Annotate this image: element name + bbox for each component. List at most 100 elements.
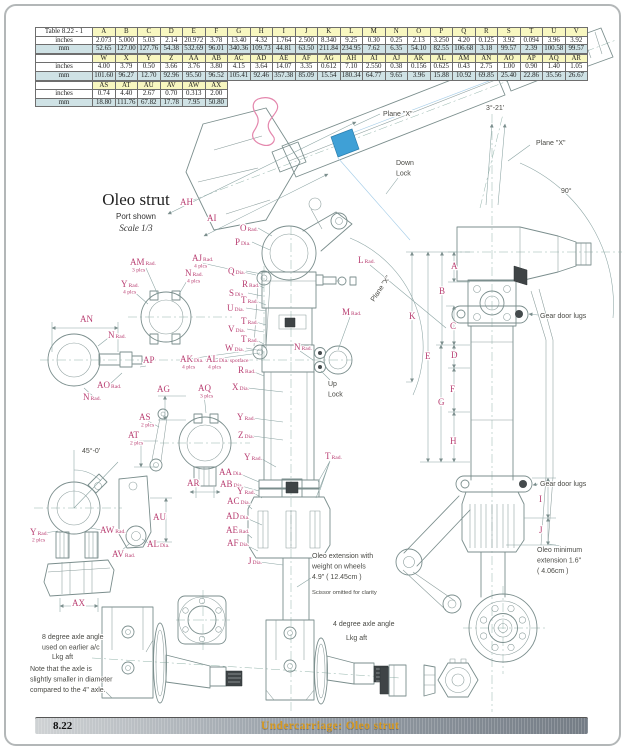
column-header: AU — [137, 80, 161, 91]
value-mm: 12.70 — [137, 70, 161, 81]
value-mm: 54.38 — [159, 44, 183, 54]
value-mm: 111.76 — [114, 97, 138, 108]
dim-label-al_dia: ALDia. — [147, 539, 170, 549]
value-inches: 0.25 — [384, 35, 408, 46]
dim-label-y_rad: YRad. — [237, 412, 256, 422]
column-header: AE — [272, 53, 296, 64]
value-inches: 2.550 — [362, 62, 386, 72]
note-angle_45: 45°-0' — [82, 447, 100, 455]
column-header: AO — [497, 53, 521, 64]
blank-cell — [35, 53, 93, 64]
column-header: Y — [137, 53, 161, 64]
value-mm: 105.41 — [227, 70, 251, 81]
dim-label-l_rad: LRad. — [358, 255, 376, 265]
value-inches: 0.74 — [92, 89, 116, 99]
dim-label-au: AU — [153, 512, 166, 522]
dim-label-r_rad: RRad. — [238, 365, 256, 375]
value-mm: 99.57 — [497, 44, 521, 54]
value-inches: 0.612 — [317, 62, 341, 72]
value-mm: 95.50 — [182, 70, 206, 81]
column-header: AG — [317, 53, 341, 64]
column-header: F — [204, 27, 228, 37]
row-label-inches: inches — [35, 89, 93, 99]
dim-label-ax: AX — [72, 598, 85, 608]
dim-label-ab_dia: ABDia. — [220, 479, 244, 489]
dim-label-ai: AI — [207, 213, 217, 223]
dim-label-y_rad2: YRad.2 plcs — [30, 527, 49, 544]
drawing-subtitle: Port shown — [115, 212, 157, 221]
value-mm: 50.80 — [204, 97, 228, 108]
column-header: AL — [429, 53, 453, 64]
dim-label-am_rad: AMRad.3 plcs — [130, 257, 157, 274]
value-inches: 14.07 — [272, 62, 296, 72]
footer-bar: 8.22 Undercarriage: Oleo strut — [35, 717, 588, 734]
note-lkg_aft: Lkg aft — [52, 654, 73, 661]
value-inches: 0.43 — [452, 62, 476, 72]
value-mm: 3.96 — [407, 70, 431, 81]
note-angle_90: 90° — [561, 187, 572, 195]
value-inches: 7.10 — [339, 62, 363, 72]
value-inches: 0.30 — [362, 35, 386, 46]
column-header: S — [497, 27, 521, 37]
value-mm: 64.77 — [362, 70, 386, 81]
dim-label-y_rad4: YRad.4 plcs — [121, 279, 140, 296]
column-header: U — [542, 27, 566, 37]
value-mm: 234.95 — [339, 44, 363, 54]
dim-label-aj_rad: AJRad.4 plcs — [192, 253, 214, 270]
dim-label-v_dia: VDia. — [228, 324, 246, 334]
column-header: C — [137, 27, 161, 37]
value-inches: 1.00 — [497, 62, 521, 72]
column-header: M — [362, 27, 386, 37]
dim-label-p_dia: PDia. — [235, 237, 251, 247]
value-mm: 17.78 — [159, 97, 183, 108]
dim-label-r_rad: RRad. — [242, 279, 260, 289]
value-mm: 63.50 — [294, 44, 318, 54]
column-header: O — [407, 27, 431, 37]
column-header: AA — [182, 53, 206, 64]
value-mm: 82.55 — [429, 44, 453, 54]
dim-label-ag: AG — [157, 384, 170, 394]
value-inches: 2.00 — [204, 89, 228, 99]
note-plane_x: Plane "X" — [383, 111, 413, 118]
column-header: AF — [294, 53, 318, 64]
column-header: V — [564, 27, 588, 37]
value-inches: 3.92 — [564, 35, 588, 46]
dim-label-ae_rad: AERad. — [226, 525, 250, 535]
value-mm: 357.38 — [272, 70, 296, 81]
dim-label-aw_rad: AWRad. — [100, 525, 126, 535]
footer-title: Undercarriage: Oleo strut — [261, 720, 400, 732]
dim-label-h: H — [450, 436, 457, 446]
value-inches: 3.76 — [182, 62, 206, 72]
value-inches: 3.79 — [114, 62, 138, 72]
note-plane_x: Plane "X" — [370, 274, 393, 303]
note-plane_x: Plane "X" — [536, 140, 566, 147]
column-header: AC — [227, 53, 251, 64]
column-header: B — [114, 27, 138, 37]
table-title: Table 8.22 - 1 — [35, 27, 93, 37]
value-mm: 69.85 — [474, 70, 498, 81]
dim-label-n_rad: NRad. — [294, 342, 313, 352]
value-inches: 3.96 — [542, 35, 566, 46]
dim-label-ac_dia: ACDia. — [227, 496, 251, 506]
column-header: AW — [182, 80, 206, 91]
value-mm: 92.46 — [249, 70, 273, 81]
dim-label-t_rad: TRad. — [241, 334, 259, 344]
dim-label-ao_rad: AORad. — [97, 380, 122, 390]
value-mm: 25.40 — [497, 70, 521, 81]
column-header: AQ — [542, 53, 566, 64]
value-inches: 3.35 — [294, 62, 318, 72]
dim-label-k: K — [409, 311, 416, 321]
value-mm: 101.60 — [92, 70, 116, 81]
value-inches: 2.073 — [92, 35, 116, 46]
diagram-dimensions — [43, 113, 614, 612]
value-inches: 3.92 — [497, 35, 521, 46]
column-header: I — [272, 27, 296, 37]
value-mm: 22.86 — [519, 70, 543, 81]
value-inches: 4.40 — [114, 89, 138, 99]
footer-page-number: 8.22 — [53, 720, 73, 732]
value-inches: 2.67 — [137, 89, 161, 99]
